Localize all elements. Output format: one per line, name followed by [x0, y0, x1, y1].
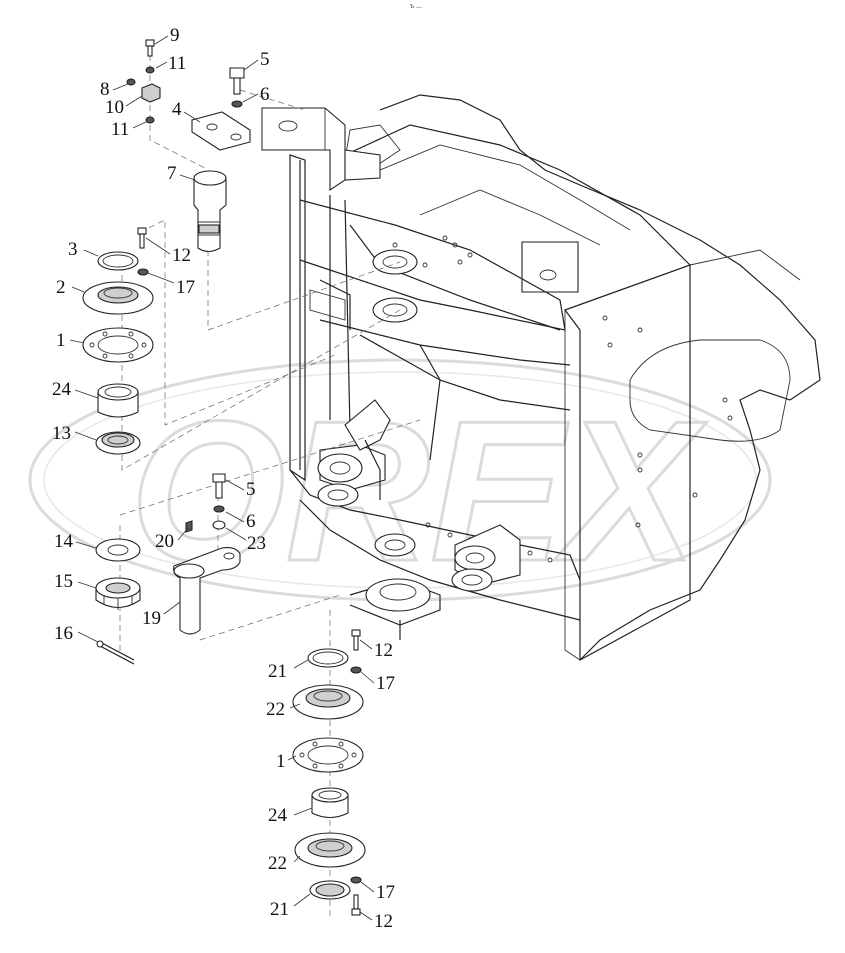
top-pin-assembly	[126, 39, 251, 253]
callout-12: 12	[374, 911, 393, 932]
callout-10: 10	[105, 97, 124, 118]
callout-1: 1	[56, 330, 66, 351]
callout-4: 4	[172, 99, 182, 120]
callout-6: 6	[246, 511, 256, 532]
callout-3: 3	[68, 239, 78, 260]
upper-bearing-stack	[82, 227, 154, 455]
callout-24: 24	[268, 805, 287, 826]
callout-15: 15	[54, 571, 73, 592]
callout-12: 12	[172, 245, 191, 266]
callout-11: 11	[111, 119, 130, 140]
callout-14: 14	[54, 531, 73, 552]
callout-17: 17	[376, 882, 395, 903]
callout-leaders	[69, 35, 375, 921]
callout-9: 9	[170, 25, 180, 46]
lower-pin-assembly	[95, 473, 241, 665]
callout-22: 22	[266, 699, 285, 720]
callout-2: 2	[56, 277, 66, 298]
callout-7: 7	[167, 163, 177, 184]
callout-22: 22	[268, 853, 287, 874]
callout-1: 1	[276, 751, 286, 772]
callout-17: 17	[176, 277, 195, 298]
callout-13: 13	[52, 423, 71, 444]
front-frame	[261, 94, 821, 662]
callout-21: 21	[270, 899, 289, 920]
callout-12: 12	[374, 640, 393, 661]
callout-17: 17	[376, 673, 395, 694]
callout-20: 20	[155, 531, 174, 552]
lower-bearing-stack	[292, 629, 366, 916]
header-mark: ъ ...	[410, 1, 423, 10]
callout-19: 19	[142, 608, 161, 629]
callout-21: 21	[268, 661, 287, 682]
watermark-logo: OREX	[28, 358, 772, 605]
callout-5: 5	[246, 479, 256, 500]
callout-24: 24	[52, 379, 71, 400]
callout-5: 5	[260, 49, 270, 70]
callout-16: 16	[54, 623, 73, 644]
callout-6: 6	[260, 84, 270, 105]
callout-23: 23	[247, 533, 266, 554]
callout-8: 8	[100, 79, 110, 100]
callout-11: 11	[168, 53, 187, 74]
